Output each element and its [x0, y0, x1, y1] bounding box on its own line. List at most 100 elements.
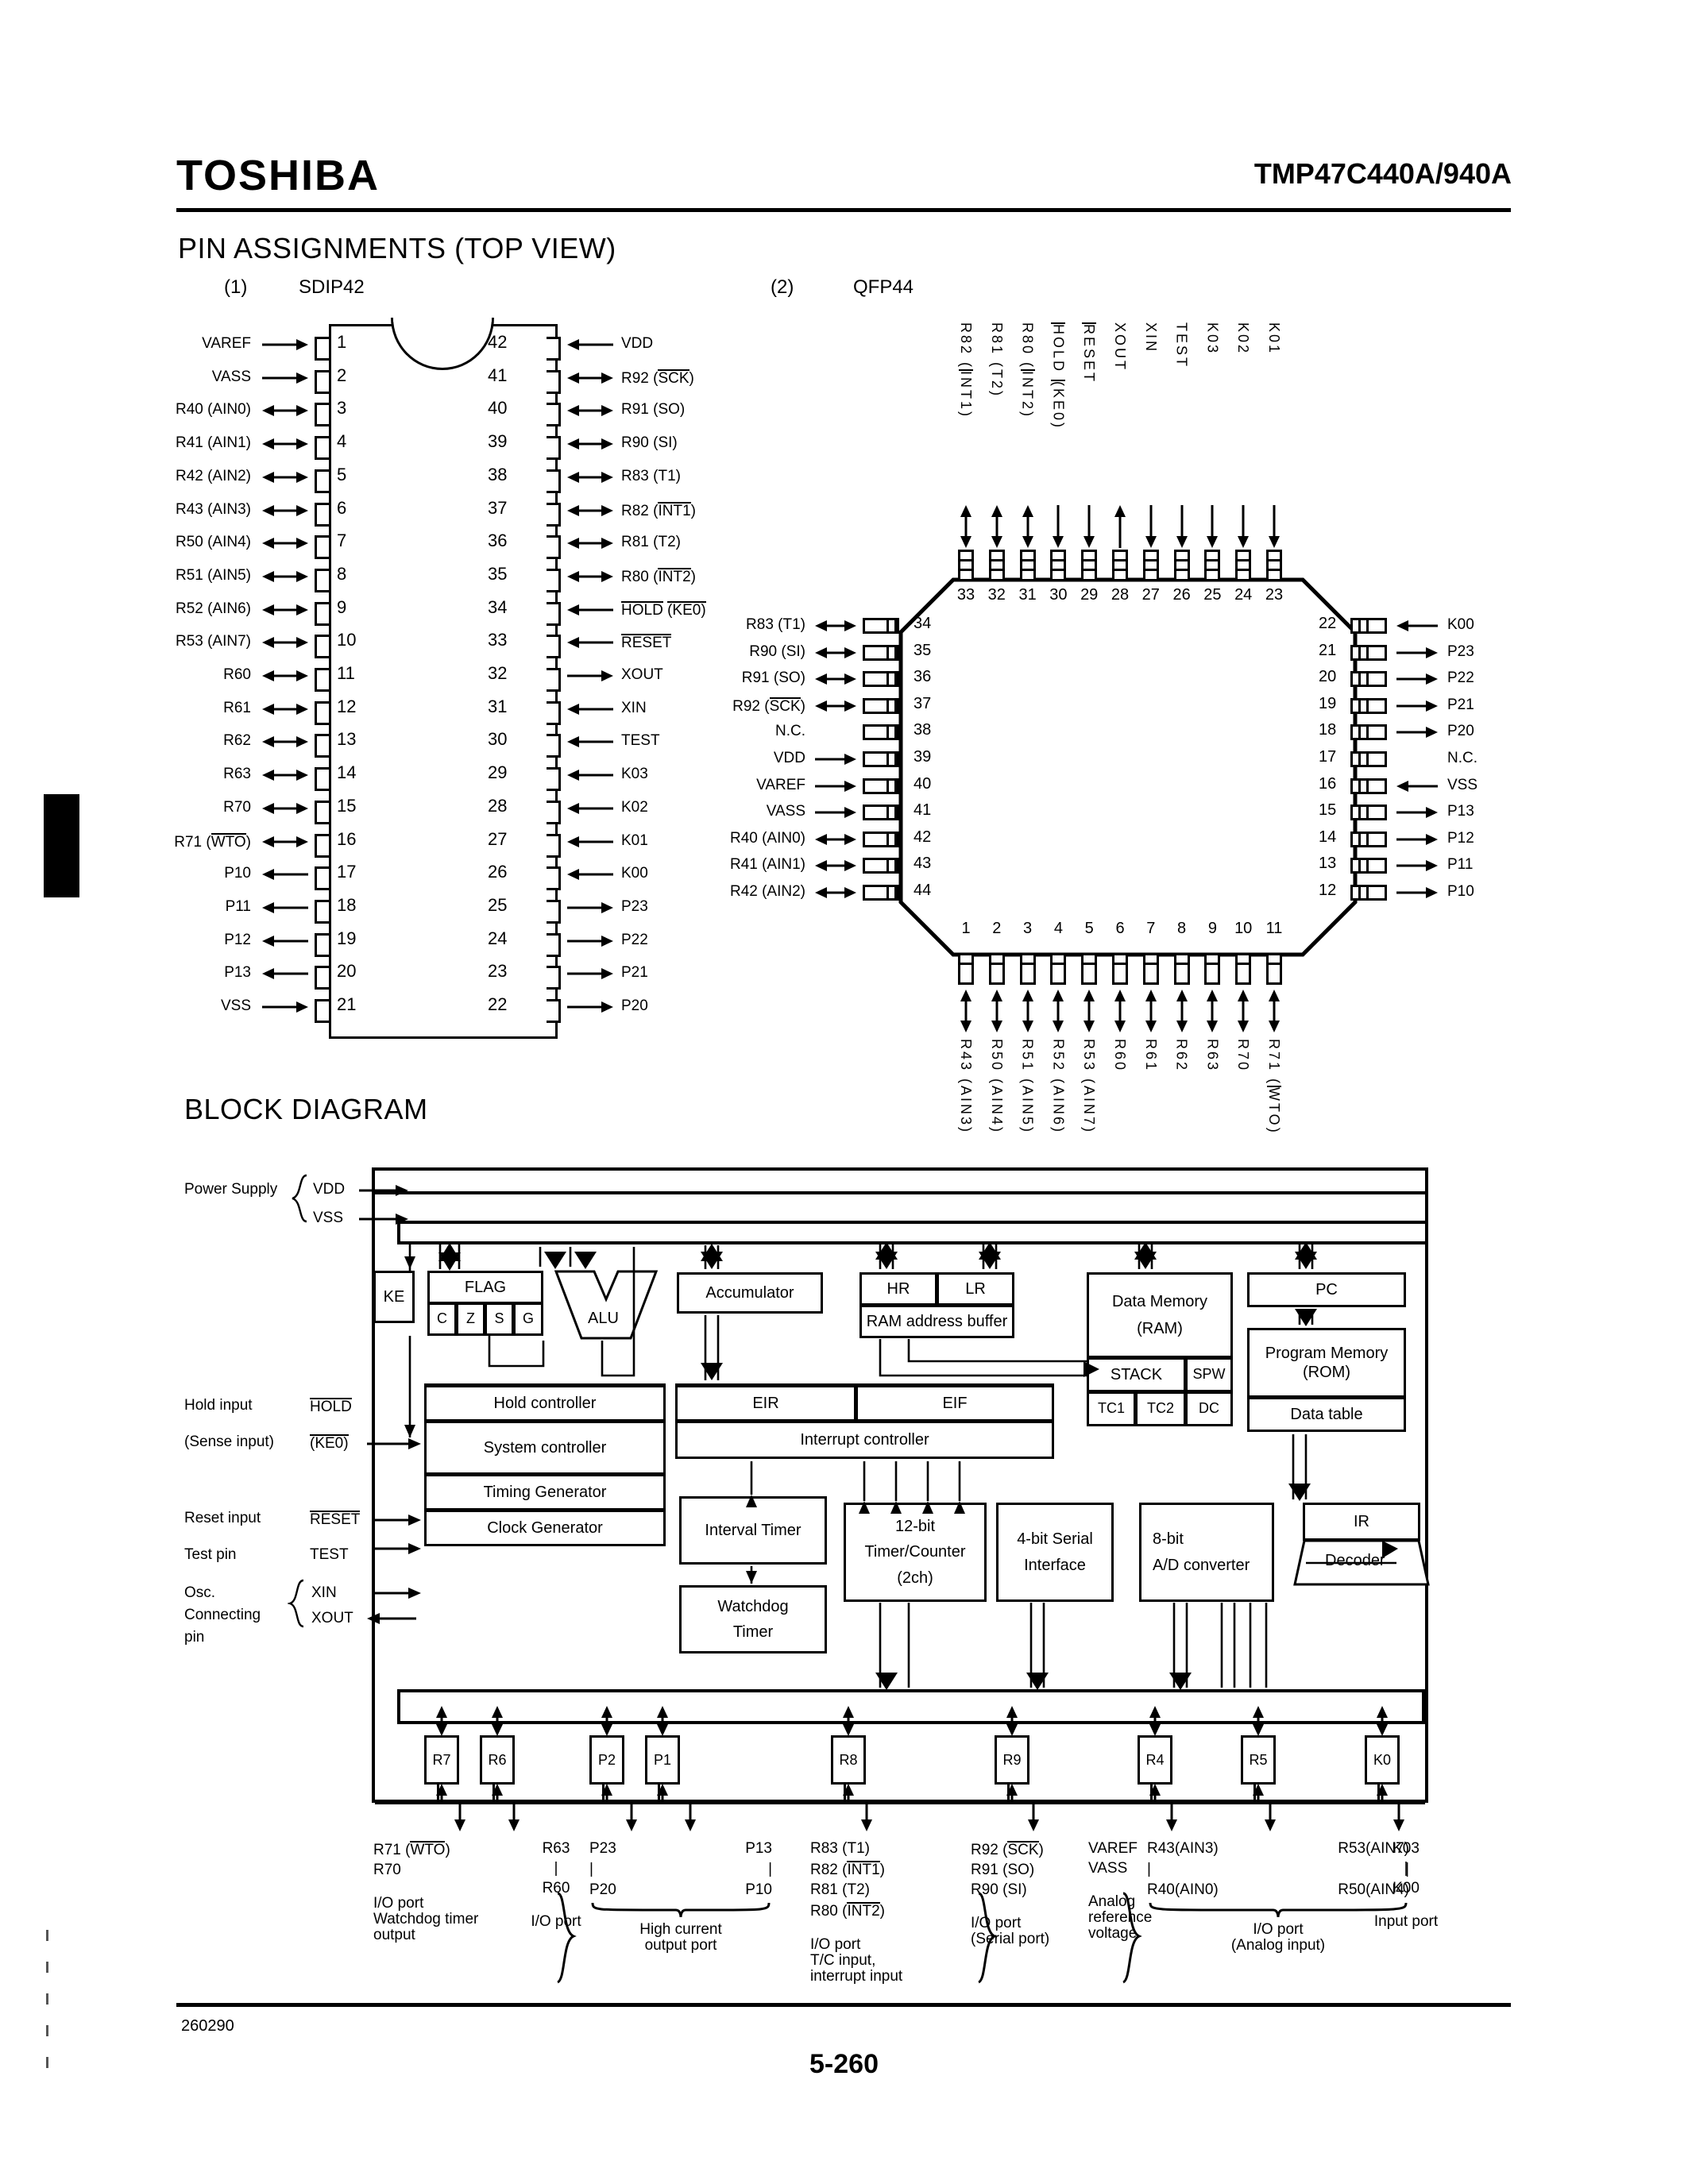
sdip-pin-arrow: [262, 801, 308, 816]
qfp-pin-number: 18: [1319, 721, 1337, 739]
sdip-pin-number: 21: [337, 994, 357, 1014]
qfp-pin-label: VAREF: [756, 776, 805, 793]
qfp-lead: [863, 778, 899, 794]
qfp-lead-seg: [886, 778, 889, 794]
sdip-pin-number: 34: [488, 596, 508, 617]
qfp-lead-seg: [894, 644, 897, 661]
bd-port-stem: [492, 1784, 495, 1801]
qfp-lead-seg: [1112, 963, 1128, 965]
curly-brace-icon: [1122, 1892, 1142, 1984]
sdip-pin-label: P13: [224, 964, 251, 982]
bidirectional-arrow-icon: [1083, 990, 1095, 1032]
qfp-lead-seg: [988, 963, 1005, 965]
arrow-right-icon: [567, 935, 613, 947]
qfp-lead-seg: [1081, 559, 1098, 561]
arrow-right-icon: [262, 339, 308, 350]
sdip-pin-arrow: [262, 504, 308, 518]
bd-group-desc-line: (Analog input): [1230, 1936, 1326, 1954]
qfp-lead-seg: [1173, 963, 1190, 965]
arrow-down-icon: [1053, 505, 1064, 548]
bd-block-system-controller: System controller: [424, 1421, 666, 1475]
sdip-pin-pad: [547, 734, 561, 758]
arrow-left-icon: [567, 802, 613, 814]
qfp-lead-seg: [1235, 569, 1252, 571]
bd-data-memory-sub: (RAM): [1137, 1320, 1183, 1337]
bd-group-desc-line: I/O port: [531, 1912, 581, 1930]
qfp-pin-number: 1: [961, 920, 971, 937]
bd-si-line2: Interface: [1024, 1556, 1086, 1574]
sdip-pin-label: R42 (AIN2): [175, 467, 251, 484]
qfp-pin-number: 44: [914, 882, 932, 899]
reset-arrow-icon: [373, 1515, 421, 1526]
qfp-lead-seg: [886, 885, 889, 901]
sdip-pin-number: 2: [337, 365, 347, 385]
bd-group-desc-line: Analog: [1088, 1893, 1136, 1910]
sdip-pin-arrow: [262, 569, 308, 584]
arrow-left-icon: [1396, 780, 1438, 792]
bd-group-arrow: [507, 1804, 521, 1831]
qfp-pin-arrow: [815, 805, 856, 820]
sdip-pin-label: R43 (AIN3): [175, 500, 251, 518]
qfp-lead-seg: [1366, 618, 1369, 634]
qfp-lead: [1350, 644, 1387, 661]
sdip-pin-pad: [547, 999, 561, 1023]
hold-arrow-icon: [367, 1438, 421, 1449]
qfp-pin-label: RESET: [1081, 322, 1098, 384]
bd-port-arrow-top: [1375, 1706, 1389, 1736]
sdip-pin-number: 14: [337, 762, 357, 783]
bd-block-data-memory: Data Memory (RAM): [1087, 1272, 1233, 1358]
bd-watchdog-line1: Watchdog: [717, 1597, 789, 1615]
bidirectional-arrow-icon: [262, 835, 308, 847]
qfp-lead-seg: [1366, 831, 1369, 847]
sdip-pin-number: 41: [488, 365, 508, 385]
sdip-pin-pad: [315, 700, 329, 725]
power-supply-brace-icon: [292, 1174, 307, 1223]
qfp-lead-seg: [1366, 751, 1369, 767]
arrow-left-icon: [262, 968, 308, 980]
bd-flag-bit-c: C: [427, 1302, 457, 1336]
sdip-pin-arrow: [262, 669, 308, 683]
bd-port-box: R8: [831, 1735, 866, 1785]
sdip-pin-arrow: [262, 470, 308, 484]
bd-group-desc: I/O port: [508, 1912, 604, 1930]
bd-block-alu-shape: [554, 1270, 659, 1340]
bd-block-interrupt-controller: Interrupt controller: [675, 1421, 1054, 1459]
qfp-lead: [863, 885, 899, 901]
sdip-pin-label: VSS: [220, 997, 251, 1014]
qfp-pin-label: VDD: [773, 750, 805, 766]
crop-mark: [46, 1993, 48, 2005]
bidirectional-arrow-icon: [567, 471, 613, 483]
bidirectional-arrow-icon: [262, 504, 308, 516]
qfp-pin-number: 13: [1319, 855, 1337, 873]
bd-xin-label: XIN: [311, 1584, 337, 1601]
sdip-pin-arrow: [567, 967, 613, 981]
qfp-pin-number: 17: [1319, 748, 1337, 766]
bd-test-pin-label: Test pin: [184, 1546, 237, 1563]
sdip-pin-number: 28: [488, 795, 508, 816]
bidirectional-arrow-icon: [960, 505, 971, 548]
qfp-pin-number: 6: [1115, 920, 1125, 937]
bd-port-arrow-top: [655, 1706, 670, 1736]
qfp-pin-arrow: [1396, 672, 1438, 686]
bd-port-arrow-top: [435, 1706, 449, 1736]
sdip-pin-number: 27: [488, 828, 508, 849]
bd-group-desc-line: (Serial port): [971, 1930, 1050, 1947]
qfp-lead-seg: [894, 831, 897, 847]
sdip-pin-number: 11: [337, 663, 355, 683]
sdip-pin-arrow: [567, 1000, 613, 1014]
sdip-pin-arrow: [262, 768, 308, 782]
qfp-pin-label: K01: [1266, 322, 1282, 356]
qfp-lead: [863, 751, 899, 767]
qfp-lead: [1112, 550, 1128, 581]
qfp-lead-seg: [1366, 858, 1369, 874]
sdip-pin-pad: [547, 535, 561, 560]
bd-reset-input-label: Reset input: [184, 1510, 261, 1526]
bd-internal-connections: [404, 1242, 1398, 1690]
sdip-pin-label: R91 (SO): [621, 401, 686, 419]
sdip-pin-arrow: [262, 1000, 308, 1014]
bidirectional-arrow-icon: [815, 646, 856, 658]
